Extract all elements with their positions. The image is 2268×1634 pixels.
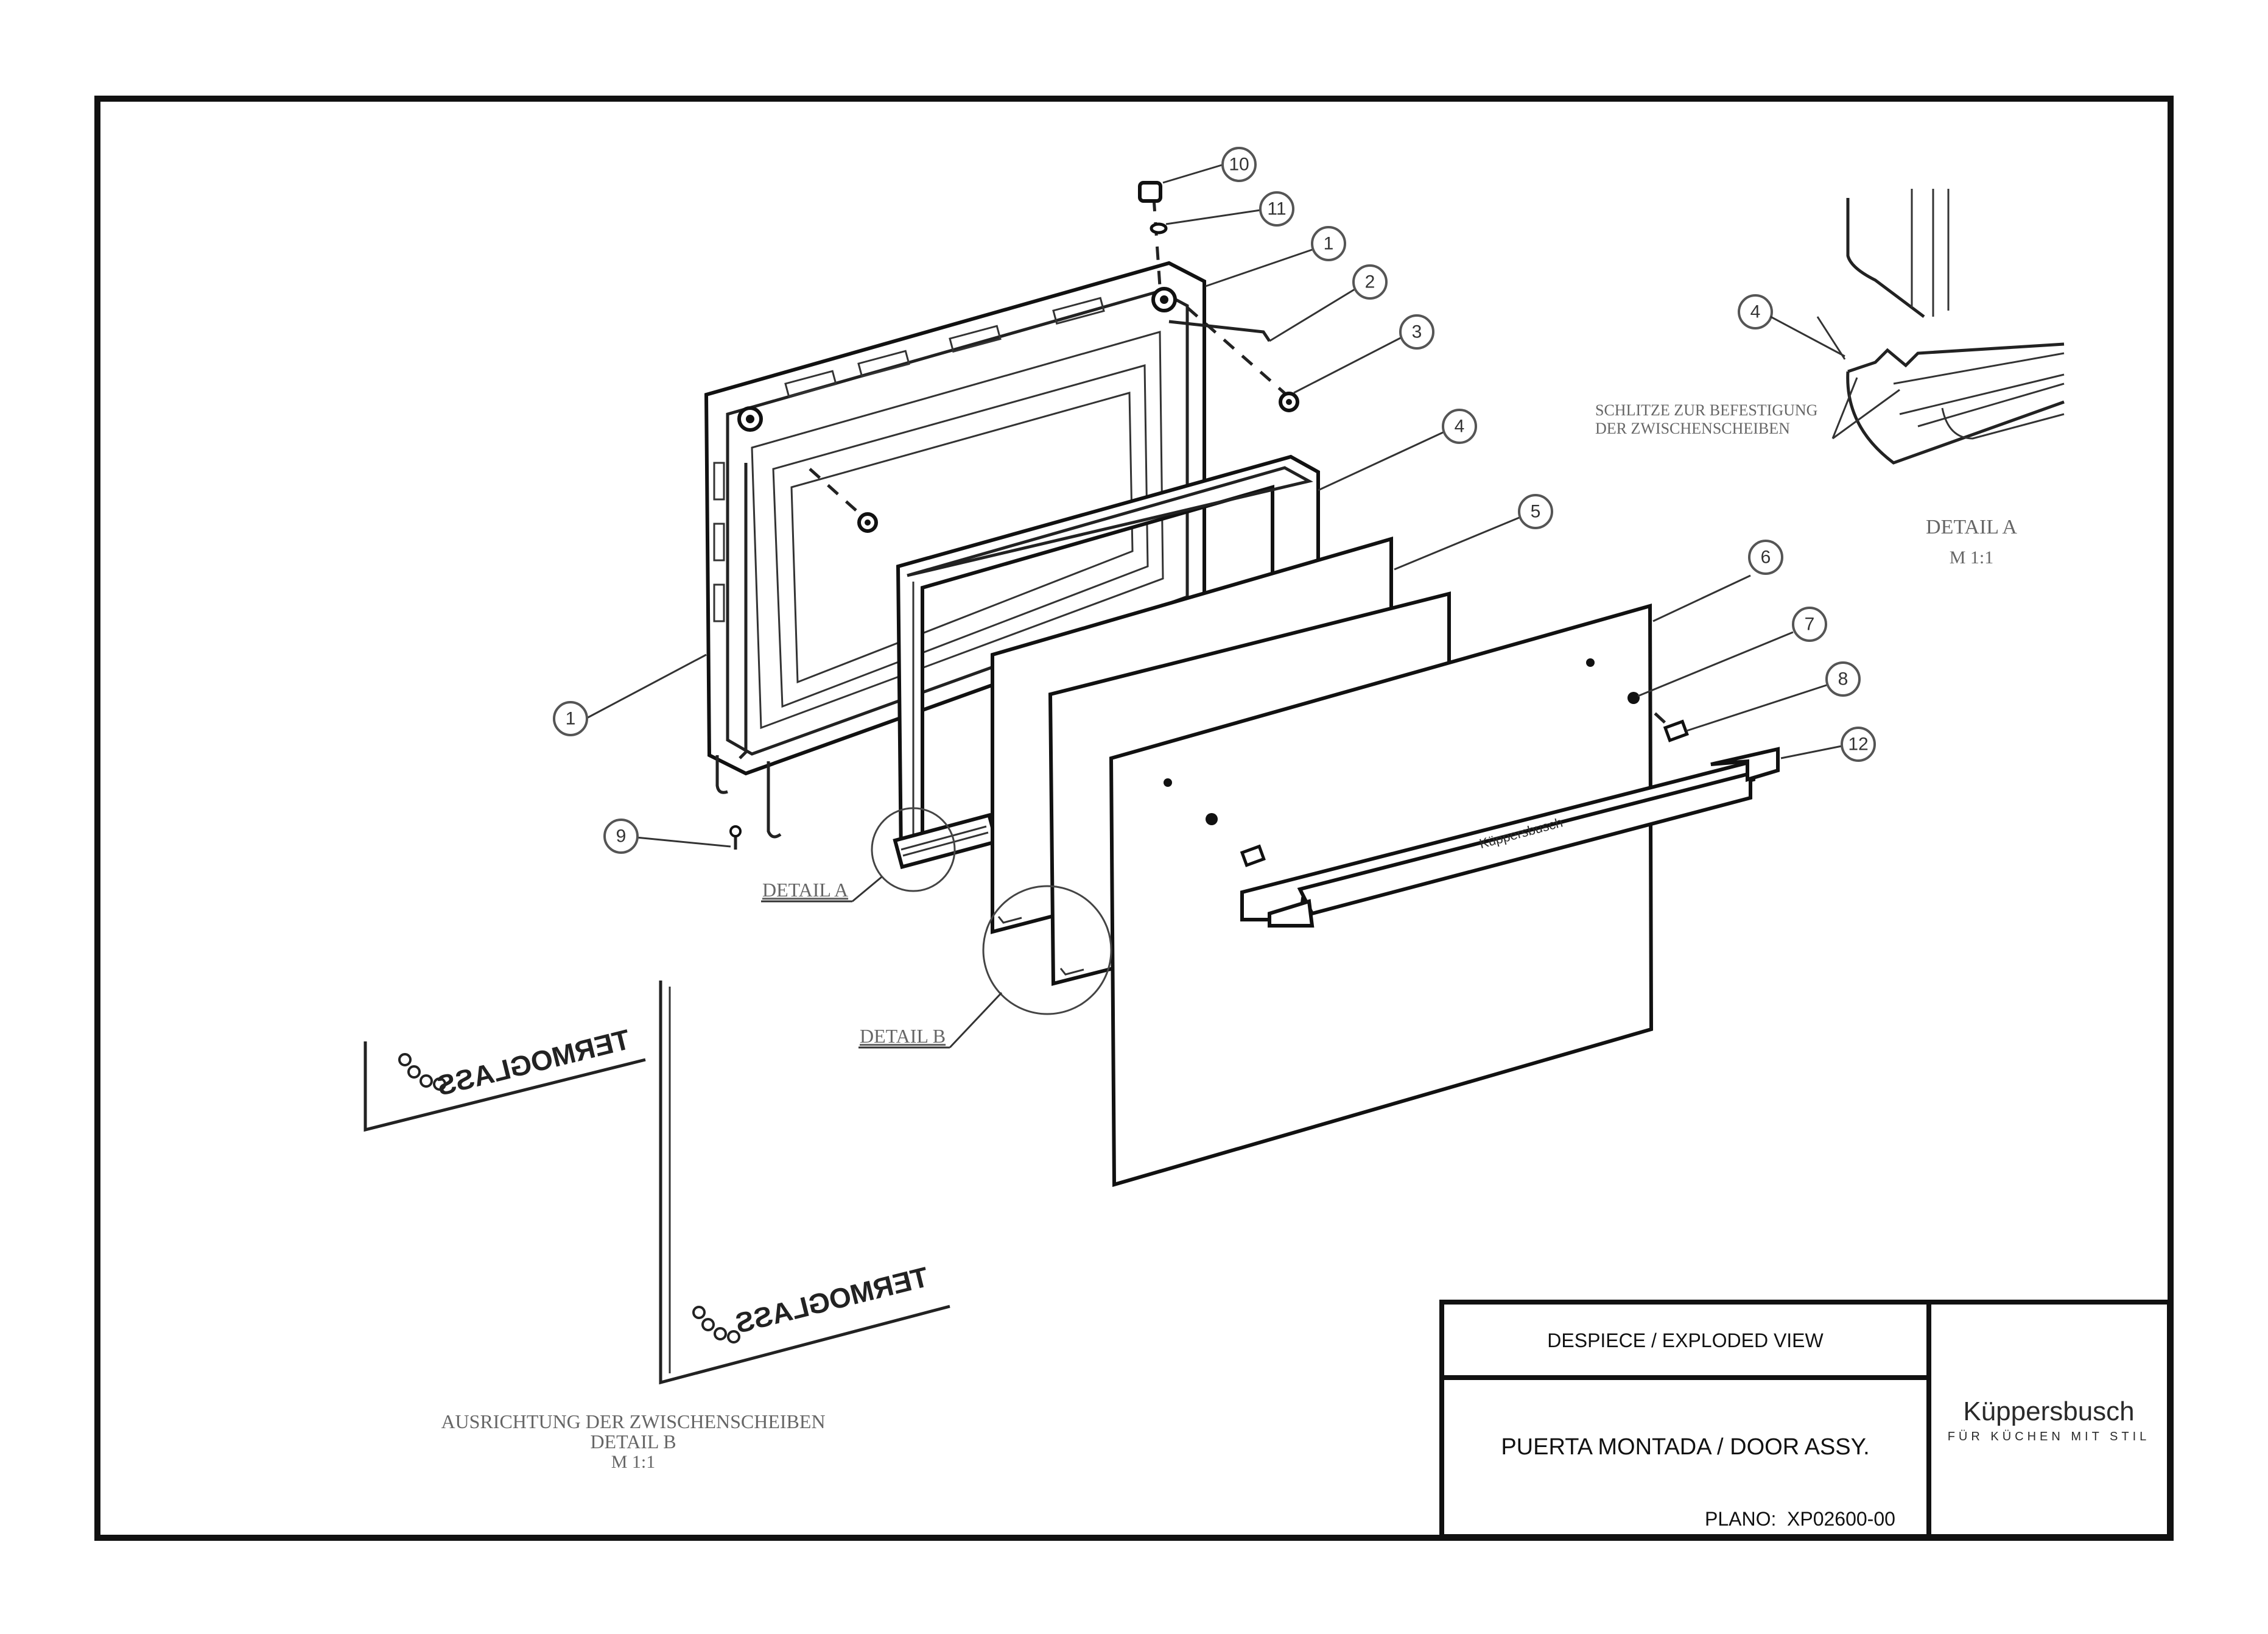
callout-4 — [1442, 409, 1477, 444]
inner-frame-part-4 — [893, 454, 1320, 870]
detail-b-marker-circle — [982, 885, 1112, 1015]
door-handle-part-12: Küppersbusch — [1240, 747, 1780, 928]
termoglass-mark-upper: TERMOGLASS — [434, 1023, 633, 1102]
detail-b-marker-label: DETAIL B — [860, 1025, 946, 1047]
svg-text:1: 1 — [566, 709, 576, 729]
detail-b-caption-line3: M 1:1 — [611, 1452, 656, 1472]
callout-1-top — [1311, 226, 1346, 261]
detail-b-caption-line1: AUSRICHTUNG DER ZWISCHENSCHEIBEN — [441, 1410, 825, 1432]
callout-7 — [1792, 607, 1827, 642]
detail-b-caption-line2: DETAIL B — [590, 1431, 676, 1453]
callout-10 — [1221, 147, 1257, 182]
detail-a-note-line2: DER ZWISCHENSCHEIBEN — [1595, 420, 1790, 437]
detail-a-scale: M 1:1 — [1950, 548, 1994, 568]
svg-text:12: 12 — [1848, 734, 1868, 755]
callout-4-detail-a — [1738, 294, 1773, 329]
svg-text:4: 4 — [1455, 417, 1465, 437]
view-title: DESPIECE / EXPLODED VIEW — [1547, 1329, 1824, 1351]
svg-text:8: 8 — [1838, 669, 1848, 689]
svg-text:5: 5 — [1531, 502, 1541, 522]
termoglass-mark-lower: TERMOGLASS — [732, 1261, 932, 1339]
detail-a-title: DETAIL A — [1926, 516, 2017, 538]
svg-text:3: 3 — [1412, 322, 1422, 342]
callouts: 10 11 1 2 3 4 5 6 7 8 12 1 — [553, 147, 1876, 854]
detail-a-inset: 4 SCHLITZE ZUR BEFESTIGUNG DER ZWISCHENS… — [1595, 189, 2065, 568]
assembly-name: PUERTA MONTADA / DOOR ASSY. — [1501, 1434, 1869, 1460]
brand-logo-name: Küppersbusch — [1963, 1396, 2134, 1426]
callout-1-left — [553, 701, 588, 736]
svg-text:7: 7 — [1805, 615, 1815, 635]
callout-3 — [1399, 314, 1434, 350]
title-block: DESPIECE / EXPLODED VIEW PUERTA MONTADA … — [1439, 1300, 2172, 1539]
callout-5 — [1518, 494, 1553, 529]
svg-text:4: 4 — [1750, 302, 1761, 322]
detail-a-marker-circle — [871, 807, 956, 892]
plano-number: XP02600-00 — [1787, 1508, 1895, 1530]
callout-9 — [603, 819, 639, 854]
svg-text:1: 1 — [1324, 234, 1334, 254]
brand-tagline: FÜR KÜCHEN MIT STIL — [1948, 1430, 2150, 1443]
callout-2 — [1352, 264, 1388, 300]
callout-6 — [1748, 540, 1783, 575]
detail-b-inset: TERMOGLASS TERMOGLASS AUSRICHTUNG DER ZW… — [363, 981, 950, 1472]
svg-text:9: 9 — [616, 826, 627, 847]
svg-text:11: 11 — [1267, 199, 1286, 219]
callout-8 — [1825, 661, 1861, 697]
wire-frame-part-2 — [739, 320, 1271, 759]
plano-label: PLANO: — [1705, 1508, 1776, 1530]
drawing-border — [94, 96, 2174, 1541]
svg-text:10: 10 — [1229, 155, 1249, 175]
svg-text:2: 2 — [1365, 272, 1375, 292]
svg-text:6: 6 — [1761, 548, 1771, 568]
callout-12 — [1841, 727, 1876, 762]
detail-a-marker-label: DETAIL A — [762, 879, 848, 901]
callout-11 — [1259, 191, 1294, 227]
detail-a-note-line1: SCHLITZE ZUR BEFESTIGUNG — [1595, 401, 1817, 419]
